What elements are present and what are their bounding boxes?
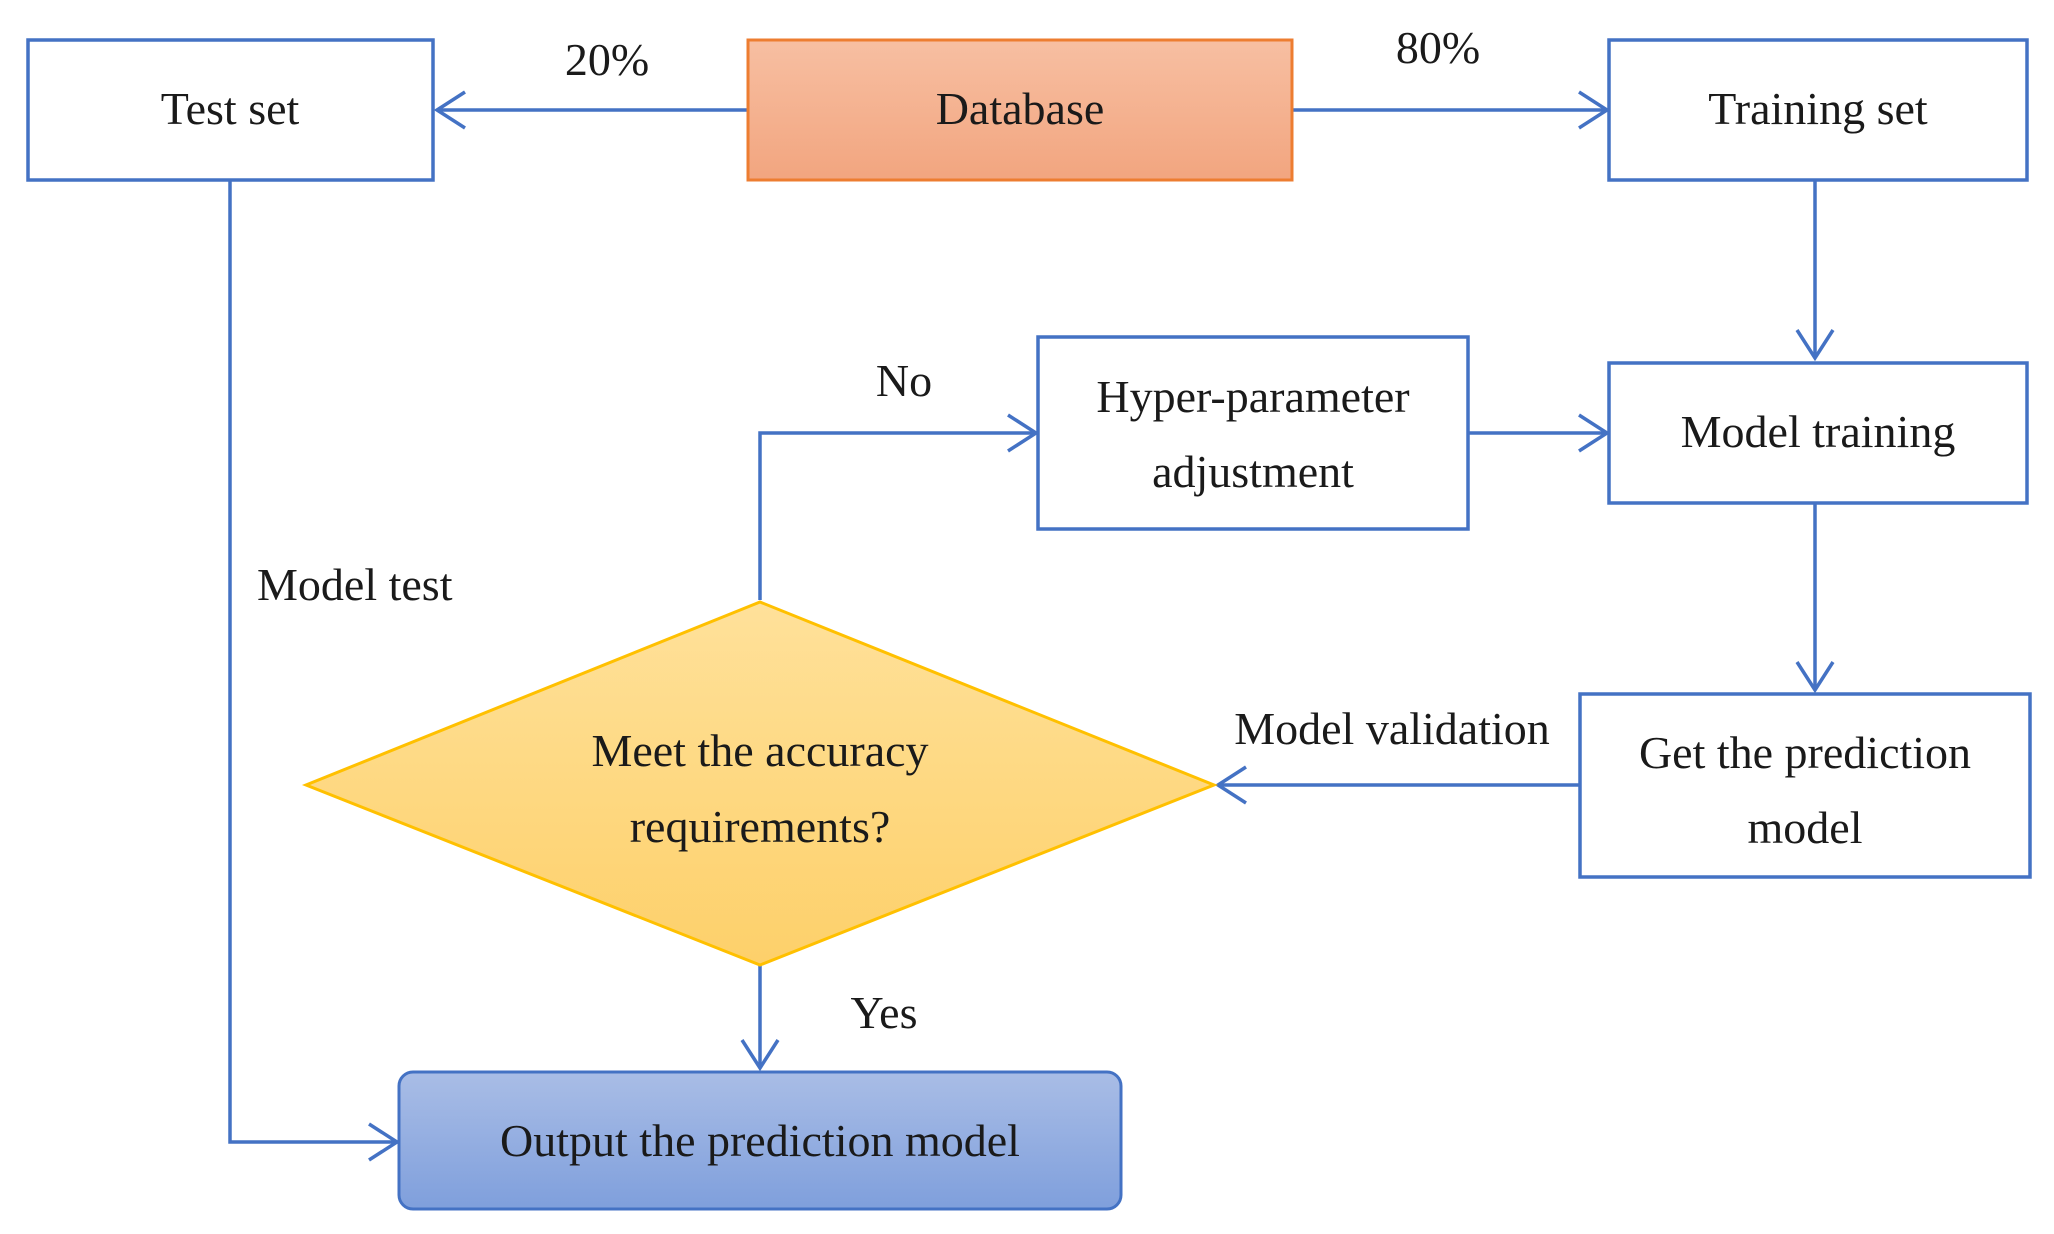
decision-label-line2: requirements? <box>630 801 891 852</box>
node-model-training: Model training <box>1607 361 2029 505</box>
node-output-prediction-model: Output the prediction model <box>397 1070 1123 1211</box>
hyperparameter-label-line2: adjustment <box>1152 446 1354 497</box>
edge-label-no: No <box>876 355 932 406</box>
node-hyperparameter-adjustment: Hyper-parameter adjustment <box>1036 335 1470 531</box>
node-database: Database <box>746 38 1294 182</box>
edge-label-model-test: Model test <box>257 559 453 610</box>
edge-label-yes: Yes <box>851 987 918 1038</box>
get-model-box <box>1578 692 2032 879</box>
training-set-label: Training set <box>1708 83 1928 134</box>
decision-diamond <box>301 600 1219 967</box>
test-set-box <box>26 38 435 182</box>
test-set-label: Test set <box>161 83 300 134</box>
edge-decision-to-hyperparameter <box>758 413 1040 600</box>
edge-model-training-to-get-model <box>1795 503 1835 694</box>
edge-label-model-validation: Model validation <box>1234 703 1550 754</box>
database-box <box>746 38 1294 182</box>
edge-label-20-percent: 20% <box>565 34 649 85</box>
output-box <box>397 1070 1123 1211</box>
edge-test-set-to-output <box>228 180 401 1162</box>
model-training-box <box>1607 361 2029 505</box>
get-model-label-line1: Get the prediction <box>1639 727 1971 778</box>
edge-database-to-training-set <box>1292 90 1611 130</box>
edge-decision-to-output <box>740 965 780 1072</box>
output-label: Output the prediction model <box>500 1115 1020 1166</box>
node-training-set: Training set <box>1607 38 2029 182</box>
model-training-label: Model training <box>1681 406 1956 457</box>
hyperparameter-box <box>1036 335 1470 531</box>
edge-database-to-test-set <box>433 90 748 130</box>
node-get-prediction-model: Get the prediction model <box>1578 692 2032 879</box>
edge-get-model-to-decision <box>1214 765 1580 805</box>
node-test-set: Test set <box>26 38 435 182</box>
get-model-label-line2: model <box>1748 802 1863 853</box>
node-accuracy-decision: Meet the accuracy requirements? <box>301 600 1219 967</box>
edge-training-set-to-model-training <box>1795 180 1835 362</box>
edge-hyperparameter-to-model-training <box>1468 413 1611 453</box>
edge-label-80-percent: 80% <box>1396 22 1480 73</box>
hyperparameter-label-line1: Hyper-parameter <box>1096 371 1409 422</box>
training-set-box <box>1607 38 2029 182</box>
database-label: Database <box>936 83 1105 134</box>
decision-label-line1: Meet the accuracy <box>591 725 928 776</box>
